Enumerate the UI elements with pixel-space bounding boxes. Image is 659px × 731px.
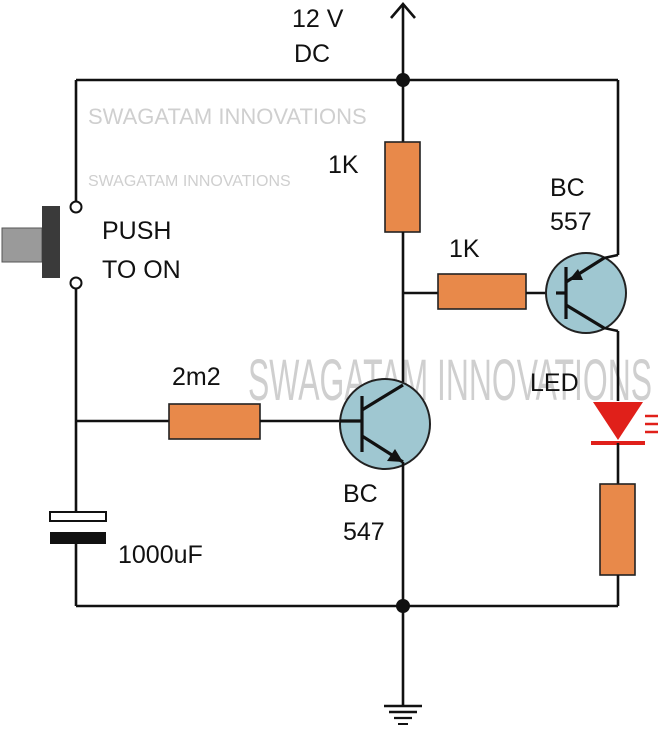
ground-icon — [384, 704, 422, 725]
resistor-2m2 — [168, 403, 261, 440]
push-switch — [1, 200, 83, 290]
watermark-top-2: SWAGATAM INNOVATIONS — [88, 173, 291, 190]
junction-top — [396, 73, 410, 87]
watermark-center: SWAGATAM INNOVATIONS — [248, 348, 652, 412]
switch-label-line2: TO ON — [102, 256, 181, 284]
supply-label-line1: 12 V — [292, 5, 344, 33]
bc557-label-line1: BC — [550, 174, 585, 202]
resistor-1k-mid-label: 1K — [449, 235, 480, 263]
bc547-label-line2: 547 — [343, 518, 385, 546]
resistor-led — [599, 483, 636, 576]
led — [591, 402, 658, 445]
resistor-1k-mid — [437, 273, 527, 310]
capacitor-label: 1000uF — [118, 541, 203, 569]
junction-bottom — [396, 599, 410, 613]
transistor-bc547 — [339, 378, 431, 470]
capacitor-1000uf — [49, 511, 107, 544]
bc547-label-line1: BC — [343, 480, 378, 508]
switch-label-line1: PUSH — [102, 217, 171, 245]
supply-arrow — [390, 2, 416, 80]
transistor-bc557 — [545, 252, 627, 334]
resistor-1k-top — [384, 141, 421, 233]
supply-label-line2: DC — [294, 40, 330, 68]
resistor-2m2-label: 2m2 — [172, 363, 221, 391]
watermark-top: SWAGATAM INNOVATIONS — [88, 104, 367, 129]
bc557-label-line2: 557 — [550, 208, 592, 236]
led-label: LED — [530, 369, 579, 397]
resistor-1k-top-label: 1K — [328, 151, 359, 179]
